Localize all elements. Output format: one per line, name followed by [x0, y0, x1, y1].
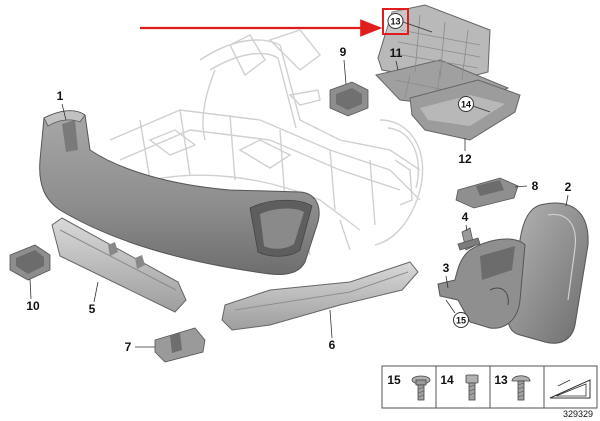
- legend-item-13: 13: [494, 373, 531, 401]
- part-6-side-rail: [221, 261, 419, 331]
- part-4-clip: [457, 227, 481, 251]
- callout-14-text: 14: [461, 100, 471, 110]
- leader-14: [472, 105, 491, 113]
- hex-screw-icon: [465, 374, 479, 401]
- callout-11: 11: [390, 46, 403, 71]
- callout-9-text: 9: [340, 45, 347, 59]
- callout-10-text: 10: [26, 299, 40, 313]
- circled-callout-13: 13: [387, 13, 404, 29]
- callout-2: 2: [565, 180, 572, 207]
- circled-callout-15: 15: [453, 312, 469, 328]
- pan-head-screw-icon: [511, 375, 531, 401]
- callout-2-text: 2: [565, 180, 572, 194]
- callout-9: 9: [340, 45, 347, 85]
- callout-4: 4: [462, 210, 469, 232]
- callout-8: 8: [514, 179, 539, 193]
- catalog-number: 329329: [563, 409, 593, 419]
- callout-3: 3: [443, 261, 450, 289]
- callout-5: 5: [89, 281, 99, 316]
- callout-1-text: 1: [57, 89, 64, 103]
- part-8-clip: [455, 177, 519, 209]
- callout-10: 10: [26, 278, 40, 313]
- part-3-bracket: [437, 238, 526, 329]
- callout-13-text: 13: [390, 17, 400, 27]
- legend-15-text: 15: [387, 373, 401, 387]
- legend-13-text: 13: [494, 373, 508, 387]
- part-9-clip: [329, 81, 369, 117]
- wedge-symbol-icon: [549, 379, 591, 399]
- circled-callout-14: 14: [458, 96, 474, 112]
- legend-box: 15 14 13: [381, 365, 598, 409]
- callout-3-text: 3: [443, 261, 450, 275]
- callout-4-text: 4: [462, 210, 469, 224]
- callout-5-text: 5: [89, 302, 96, 316]
- callout-11-text: 11: [390, 46, 403, 60]
- legend-item-14: 14: [440, 373, 479, 401]
- legend-item-15: 15: [387, 373, 431, 401]
- leader-15: [445, 299, 456, 314]
- part-1-front-trim-panel: [39, 110, 320, 275]
- leader-13: [402, 21, 433, 33]
- legend-14-text: 14: [440, 373, 454, 387]
- callout-7: 7: [125, 340, 155, 354]
- flange-bolt-icon: [411, 375, 431, 401]
- callout-12-text: 12: [458, 152, 472, 166]
- part-2-side-panel: [507, 202, 589, 344]
- callout-7-text: 7: [125, 340, 132, 354]
- callout-8-text: 8: [532, 179, 539, 193]
- callout-6: 6: [329, 309, 336, 352]
- part-10-clip: [9, 244, 51, 281]
- part-7-clip-block: [154, 327, 206, 363]
- part-5-front-bracket: [51, 217, 187, 313]
- callout-6-text: 6: [329, 338, 336, 352]
- callout-1: 1: [57, 89, 67, 121]
- callout-12: 12: [458, 138, 472, 166]
- callout-15-text: 15: [456, 316, 466, 326]
